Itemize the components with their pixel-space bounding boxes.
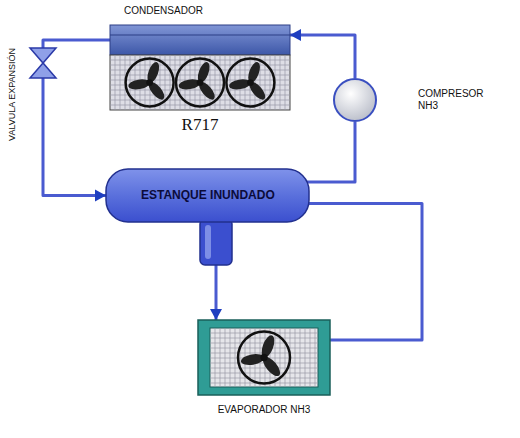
tank-body (106, 169, 309, 222)
grid-line (130, 55, 131, 110)
condenser-unit: CONDENSADORR717 (110, 25, 290, 110)
grid-line (180, 55, 181, 110)
grid-line (210, 373, 318, 374)
evaporator-label: EVAPORADOR NH3 (174, 404, 354, 416)
compressor-circle (334, 79, 376, 121)
valve-triangle (30, 48, 56, 63)
fan-hub (247, 79, 254, 86)
grid-line (160, 55, 161, 110)
valve-triangle (30, 63, 56, 78)
grid-line (110, 100, 290, 101)
compressor: COMPRESOR NH3 (333, 78, 377, 122)
valve-label: VALVULA EXPANSIÓN (7, 24, 18, 164)
fan-hub (146, 79, 153, 86)
arrow-head (290, 29, 301, 41)
cylinder-highlight (205, 225, 211, 259)
fan-blade (260, 354, 283, 379)
condenser-header (110, 25, 290, 55)
grid-line (210, 378, 318, 379)
flooded-tank: ESTANQUE INUNDADO (105, 168, 310, 223)
pipe-line (43, 40, 110, 48)
pipe-connector (306, 122, 355, 182)
arrow-head (210, 309, 222, 320)
grid-line (110, 65, 290, 66)
compressor-outline (333, 78, 377, 122)
fan-ring (238, 332, 290, 384)
tank-label: ESTANQUE INUNDADO (141, 188, 275, 202)
grid-line (115, 55, 116, 110)
condenser-unit-outline (110, 25, 290, 110)
fan-blade (196, 79, 217, 102)
grid-line (210, 368, 318, 369)
header-line (110, 35, 290, 36)
pipe-line (43, 78, 106, 196)
grid-line (210, 338, 318, 339)
grid-line (170, 55, 171, 110)
expansion-valve-outline (30, 48, 56, 78)
grid-line (280, 55, 281, 110)
fan-ring (226, 59, 274, 107)
grid-line (285, 55, 286, 110)
evaporator-unit: EVAPORADOR NH3 (198, 320, 330, 395)
fan-ring (126, 59, 174, 107)
expansion-valve: VALVULA EXPANSIÓN (30, 48, 56, 78)
evaporator-housing (198, 320, 330, 395)
pipe-line (306, 122, 355, 182)
pipe-connector (43, 78, 106, 202)
grid-line (110, 90, 290, 91)
compressor-label: COMPRESOR NH3 (418, 88, 490, 112)
refrigerant-label: R717 (110, 115, 290, 135)
condenser-coil (110, 55, 290, 110)
grid-line (270, 55, 271, 110)
grid-line (120, 55, 121, 110)
evaporator-unit-outline (198, 320, 330, 395)
grid-line (230, 55, 231, 110)
grid-line (210, 55, 211, 110)
condenser-title: CONDENSADOR (124, 5, 264, 17)
fan-ring (176, 59, 224, 107)
evaporator-coil (210, 328, 318, 387)
fan-blade (146, 79, 167, 102)
tank-outlet-cylinder (200, 219, 232, 265)
fan-hub (260, 354, 267, 361)
pipe-connector (290, 29, 355, 78)
grid-line (260, 55, 261, 110)
pipe-connector (43, 40, 110, 48)
grid-line (220, 55, 221, 110)
pipe-line (290, 35, 355, 78)
arrow-head (95, 190, 106, 202)
fan-blade (247, 79, 268, 102)
fan-hub (197, 79, 204, 86)
